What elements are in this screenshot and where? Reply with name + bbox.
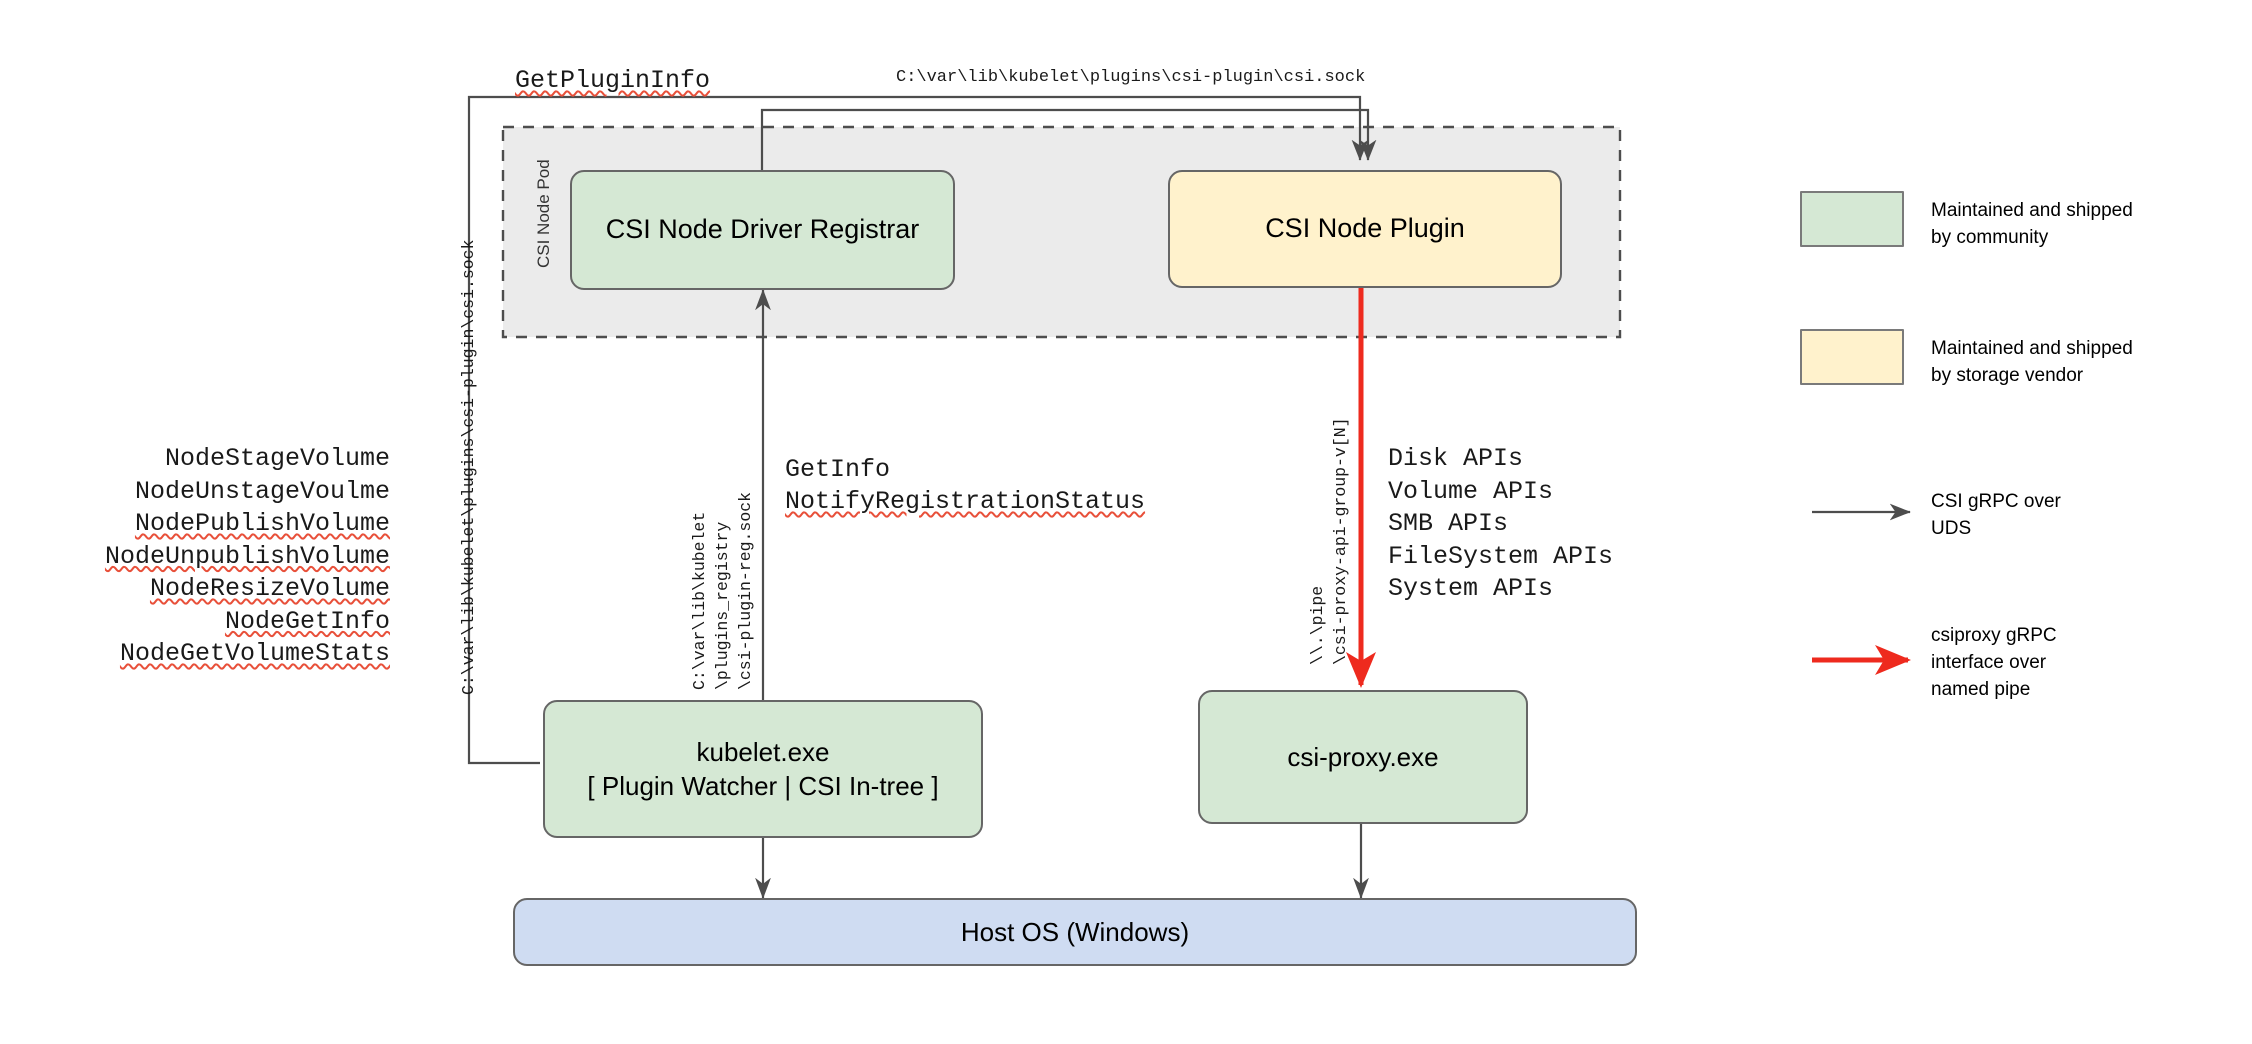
node-csi-proxy-exe[interactable]: csi-proxy.exe (1198, 690, 1528, 824)
api-list-item: NodeResizeVolume (149, 574, 390, 603)
legend-label-csi-grpc-uds: CSI gRPC over UDS (1931, 491, 2061, 539)
api-list-item: NodeUnpublishVolume (104, 541, 390, 571)
label-named-pipe-line-1: \\.\pipe (1308, 585, 1327, 665)
label-notifyregistrationstatus: NotifyRegistrationStatus (785, 487, 1146, 516)
api-list-item: NodeStageVolume (164, 444, 390, 473)
api-group-item: FileSystem APIs (1388, 541, 1614, 571)
node-kubelet-exe[interactable]: kubelet.exe [ Plugin Watcher | CSI In-tr… (543, 700, 983, 838)
csi-node-pod-label: CSI Node Pod (534, 159, 553, 268)
legend-label-csiproxy-named-pipe: csiproxy gRPC interface over named pipe (1931, 625, 2057, 700)
label-csi-sock-path-top: C:\var\lib\kubelet\plugins\csi-plugin\cs… (896, 68, 1366, 87)
legend-swatch-community (1800, 191, 1904, 247)
node-kubelet-exe-sublabel: [ Plugin Watcher | CSI In-tree ] (587, 771, 939, 801)
legend-label-storage-vendor: Maintained and shipped by storage vendor (1931, 338, 2133, 386)
label-getplugininfo: GetPluginInfo (515, 66, 711, 95)
node-csi-node-plugin[interactable]: CSI Node Plugin (1168, 170, 1562, 288)
api-group-item: Volume APIs (1388, 476, 1554, 506)
label-plugins-registry-path-line-2: \plugins_registry (713, 521, 732, 690)
csi-proxy-api-group-list: Disk APIs Volume APIs SMB APIs FileSyste… (1388, 443, 1718, 606)
label-getinfo: GetInfo (785, 455, 891, 484)
api-list-item: NodePublishVolume (134, 509, 390, 538)
label-csi-sock-path-vertical: C:\var\lib\kubelet\plugins\csi-plugin\cs… (459, 239, 478, 695)
label-plugins-registry-path-line-3: \csi-plugin-reg.sock (736, 491, 755, 690)
label-plugins-registry-path-line-1: C:\var\lib\kubelet (690, 511, 709, 690)
api-list-item: NodeUnstageVoulme (134, 476, 390, 506)
csi-node-service-api-list: NodeStageVolume NodeUnstageVoulme NodePu… (60, 443, 390, 671)
edge-csi-sock-registrar-to-plugin (760, 108, 1377, 186)
label-named-pipe-line-2: \csi-proxy-api-group-v[N] (1331, 417, 1350, 665)
node-kubelet-exe-label: kubelet.exe (696, 736, 830, 767)
api-list-item: NodeGetVolumeStats (119, 639, 390, 668)
node-host-os[interactable]: Host OS (Windows) (513, 898, 1637, 966)
api-group-item: Disk APIs (1388, 444, 1524, 473)
legend-swatch-storage-vendor (1800, 329, 1904, 385)
api-list-item: NodeGetInfo (224, 606, 390, 636)
api-group-item: System APIs (1388, 574, 1554, 603)
node-csi-proxy-exe-label: csi-proxy.exe (1287, 741, 1439, 772)
node-host-os-label: Host OS (Windows) (960, 916, 1190, 947)
node-csi-node-driver-registrar[interactable]: CSI Node Driver Registrar (570, 170, 955, 290)
edge-getplugininfo (467, 95, 1369, 765)
node-csi-node-plugin-label: CSI Node Plugin (1265, 213, 1465, 244)
node-csi-node-driver-registrar-label: CSI Node Driver Registrar (605, 214, 920, 245)
legend-label-community: Maintained and shipped by community (1931, 200, 2133, 248)
api-group-item: SMB APIs (1388, 509, 1509, 538)
